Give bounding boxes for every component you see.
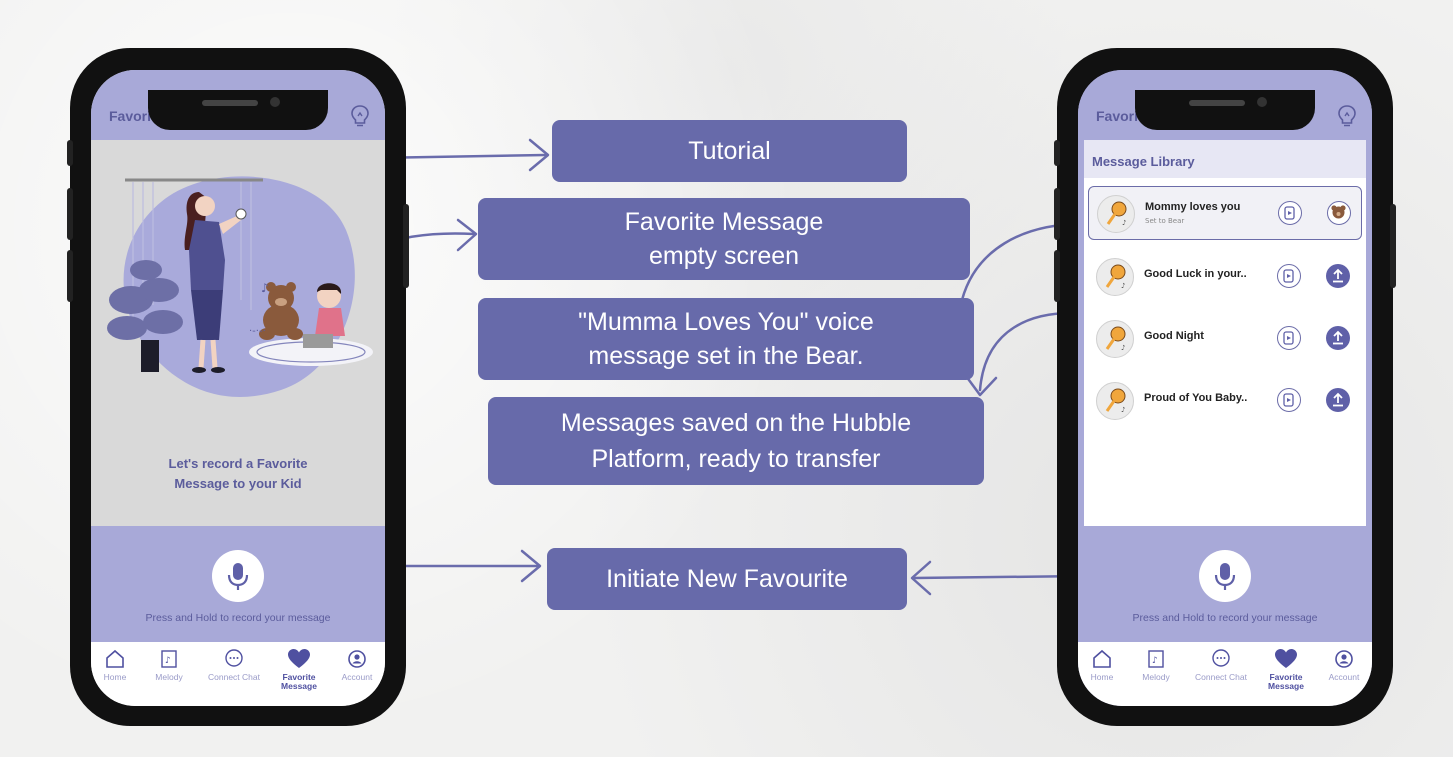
play-message-button[interactable] <box>1277 264 1301 288</box>
svg-text:♪: ♪ <box>261 281 269 295</box>
silent-switch <box>1054 140 1060 166</box>
callout-voice-set: "Mumma Loves You" voice message set in t… <box>478 298 974 380</box>
record-button[interactable] <box>1199 550 1251 602</box>
play-message-button[interactable] <box>1278 201 1302 225</box>
upload-message-button[interactable] <box>1326 326 1350 350</box>
message-row-good-luck[interactable]: ♪ Good Luck in your.. <box>1088 250 1362 304</box>
tutorial-body: ♪ ·-·-· Let's record a Favorite Message … <box>91 140 385 526</box>
home-icon <box>1093 649 1111 668</box>
play-icon <box>1283 331 1294 345</box>
music-note-icon: ♪ <box>161 650 177 668</box>
rattle-icon: ♪ <box>1097 195 1135 233</box>
power-button <box>1390 204 1396 288</box>
notch <box>1135 90 1315 130</box>
callout-empty-screen: Favorite Message empty screen <box>478 198 970 280</box>
microphone-icon <box>227 563 249 590</box>
silent-switch <box>67 140 73 166</box>
message-title: Good Night <box>1144 330 1204 342</box>
svg-text:♪: ♪ <box>1152 656 1158 666</box>
volume-down-button <box>67 250 73 302</box>
arrow-initiate-left-head <box>520 549 542 583</box>
phone-tutorial: Favorite Message <box>67 48 409 726</box>
play-message-button[interactable] <box>1277 326 1301 350</box>
message-status: Set to Bear <box>1145 217 1185 225</box>
tab-home[interactable]: Home <box>1078 648 1132 682</box>
record-hint: Press and Hold to record your message <box>1132 612 1318 624</box>
rattle-icon: ♪ <box>1096 320 1134 358</box>
svg-text:·-·-·: ·-·-· <box>249 326 266 337</box>
svg-text:♪: ♪ <box>1121 344 1125 352</box>
callout-tutorial: Tutorial <box>552 120 907 182</box>
set-to-bear-button[interactable] <box>1327 201 1351 225</box>
rattle-icon: ♪ <box>1096 258 1134 296</box>
phone-library: Favorite Message Message Library ♪ Mommy… <box>1054 48 1396 726</box>
phone-screen: Favorite Message <box>91 70 385 706</box>
tab-melody[interactable]: ♪ Melody <box>139 648 199 682</box>
message-title: Good Luck in your.. <box>1144 268 1247 280</box>
music-note-icon: ♪ <box>1148 650 1164 668</box>
tab-bar: Home ♪ Melody Connect Chat Favorite Mess… <box>1078 642 1372 706</box>
mother-child-illustration: ♪ ·-·-· <box>107 176 373 397</box>
svg-text:♪: ♪ <box>1122 219 1126 227</box>
message-title: Mommy loves you <box>1145 201 1241 213</box>
rattle-icon: ♪ <box>1096 382 1134 420</box>
svg-text:♪: ♪ <box>1121 406 1125 414</box>
volume-up-button <box>67 188 73 240</box>
tab-account[interactable]: Account <box>1314 648 1372 682</box>
account-icon <box>1335 650 1353 668</box>
callout-saved: Messages saved on the Hubble Platform, r… <box>488 397 984 485</box>
play-icon <box>1283 393 1294 407</box>
volume-down-button <box>1054 250 1060 302</box>
tab-connect-chat[interactable]: Connect Chat <box>1191 648 1251 682</box>
notch <box>148 90 328 130</box>
tab-favorite-message[interactable]: Favorite Message <box>1256 648 1316 691</box>
chat-bubble-icon <box>225 649 243 667</box>
phone-screen: Favorite Message Message Library ♪ Mommy… <box>1078 70 1372 706</box>
arrow-tutorial-head <box>528 138 550 172</box>
arrow-empty-screen-head <box>456 218 478 252</box>
lightbulb-icon[interactable] <box>349 104 371 128</box>
message-row-mommy-loves-you[interactable]: ♪ Mommy loves you Set to Bear <box>1088 186 1362 240</box>
tab-favorite-message[interactable]: Favorite Message <box>269 648 329 691</box>
message-title: Proud of You Baby.. <box>1144 392 1248 404</box>
tab-home[interactable]: Home <box>91 648 145 682</box>
svg-text:♪: ♪ <box>1121 282 1125 290</box>
tab-connect-chat[interactable]: Connect Chat <box>204 648 264 682</box>
record-hint: Press and Hold to record your message <box>145 612 331 624</box>
upload-message-button[interactable] <box>1326 388 1350 412</box>
callout-initiate: Initiate New Favourite <box>547 548 907 610</box>
record-button[interactable] <box>212 550 264 602</box>
power-button <box>403 204 409 288</box>
chat-bubble-icon <box>1212 649 1230 667</box>
home-icon <box>106 649 124 668</box>
record-area: Press and Hold to record your message <box>91 526 385 642</box>
heart-icon <box>1275 649 1297 668</box>
arrow-initiate-right-head <box>910 560 932 596</box>
tab-melody[interactable]: ♪ Melody <box>1126 648 1186 682</box>
svg-text:♪: ♪ <box>165 656 171 666</box>
play-icon <box>1284 206 1295 220</box>
upload-icon <box>1333 268 1343 283</box>
library-title: Message Library <box>1084 140 1366 178</box>
upload-icon <box>1333 392 1343 407</box>
upload-icon <box>1333 330 1343 345</box>
empty-state-message: Let's record a Favorite Message to your … <box>168 456 308 491</box>
lightbulb-icon[interactable] <box>1336 104 1358 128</box>
message-library: Message Library ♪ Mommy loves you Set to… <box>1084 140 1366 526</box>
play-message-button[interactable] <box>1277 388 1301 412</box>
message-row-proud-of-you[interactable]: ♪ Proud of You Baby.. <box>1088 374 1362 428</box>
arrow-saved-head <box>964 374 998 397</box>
tab-account[interactable]: Account <box>327 648 385 682</box>
record-area: Press and Hold to record your message <box>1078 526 1372 642</box>
upload-message-button[interactable] <box>1326 264 1350 288</box>
heart-icon <box>288 649 310 668</box>
tab-bar: Home ♪ Melody Connect Chat Favorite Mess… <box>91 642 385 706</box>
account-icon <box>348 650 366 668</box>
volume-up-button <box>1054 188 1060 240</box>
play-icon <box>1283 269 1294 283</box>
message-row-good-night[interactable]: ♪ Good Night <box>1088 312 1362 366</box>
microphone-icon <box>1214 563 1236 590</box>
teddy-bear-icon <box>1331 205 1346 219</box>
